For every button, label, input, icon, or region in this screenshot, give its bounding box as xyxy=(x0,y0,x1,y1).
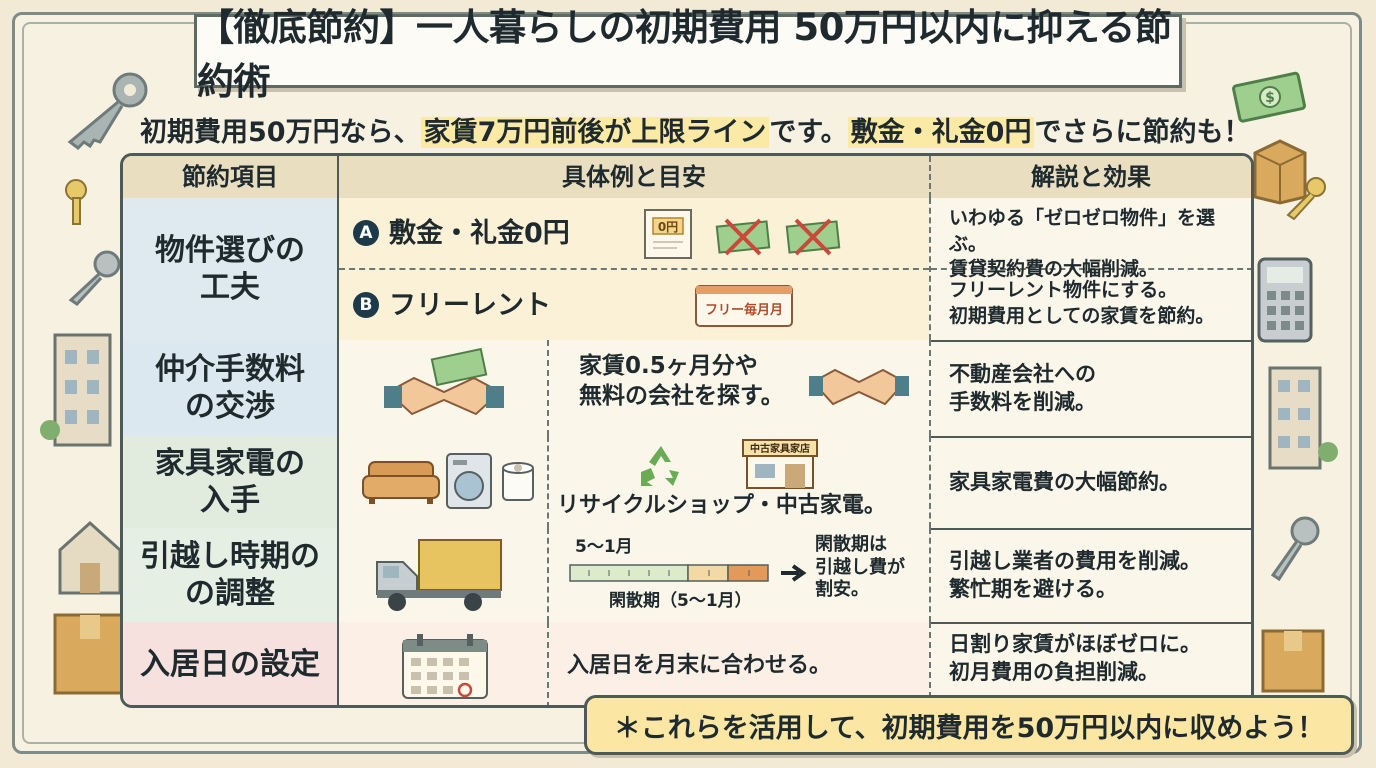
header-item: 節約項目 xyxy=(123,156,339,198)
building-icon xyxy=(40,333,112,447)
shop-icon: 中古家具家店 xyxy=(742,439,818,489)
category-line: 工夫 xyxy=(200,270,260,305)
explanation-brokerage: 不動産会社への手数料を削減。 xyxy=(929,340,1251,436)
subtitle-part2: です。 xyxy=(769,117,848,148)
category-line: の調整 xyxy=(185,576,275,611)
key-icon xyxy=(65,179,87,225)
explanation-line: いわゆる「ゼロゼロ物件」を選ぶ。 xyxy=(949,207,1216,255)
category-line: 入居日の設定 xyxy=(140,647,320,683)
example-line: 家賃0.5ヶ月分や xyxy=(579,353,758,379)
timeline-top-label: 5〜1月 xyxy=(575,537,633,557)
explanation-line: 繁忙期を避ける。 xyxy=(949,577,1117,601)
key-icon xyxy=(67,72,148,150)
crossed-money-icon xyxy=(715,218,841,256)
table-row-furniture: 家具家電の入手 xyxy=(123,436,1251,530)
box-icon xyxy=(1261,629,1325,693)
key-icon xyxy=(68,250,121,306)
explanation-furniture: 家具家電費の大幅節約。 xyxy=(929,436,1251,528)
sofa-icon xyxy=(362,461,440,504)
category-line: 入手 xyxy=(200,483,260,518)
example-off-season: 閑散期は引越し費が割安。 xyxy=(815,534,905,602)
toilet-paper-icon xyxy=(502,462,534,501)
calendar-icon xyxy=(402,634,488,699)
subtitle-highlight-rent: 家賃7万円前後が上限ライン xyxy=(420,117,770,148)
svg-text:$: $ xyxy=(1265,90,1275,106)
subtitle-part1: 初期費用50万円なら、 xyxy=(140,117,421,148)
example-line: 閑散期は xyxy=(815,534,887,555)
examples-cell: 家賃0.5ヶ月分や無料の会社を探す。 xyxy=(339,340,929,436)
category-moving-season: 引越し時期のの調整 xyxy=(123,528,339,622)
category-move-in-date: 入居日の設定 xyxy=(123,622,339,705)
header-explanation: 解説と効果 xyxy=(929,156,1251,198)
example-month-end: 入居日を月末に合わせる。 xyxy=(567,653,832,678)
key-icon xyxy=(1286,177,1326,221)
examples-cell: 5〜1月 閑散期（5〜1月） 閑散期は引越し費が割安。 xyxy=(339,528,929,622)
shop-sign-text: 中古家具家店 xyxy=(750,442,810,455)
category-line: 家具家電の xyxy=(155,445,305,481)
table-row-brokerage: 仲介手数料の交渉 家賃0.5ヶ月分や無料の会社を探す。 不動産会社への手数料を削… xyxy=(123,340,1251,438)
explanation-line: 日割り家賃がほぼゼロに。 xyxy=(949,632,1201,656)
example-recycle: リサイクルショップ・中古家電。 xyxy=(557,493,886,518)
house-icon xyxy=(58,520,122,595)
calculator-icon xyxy=(1257,257,1313,343)
explanation-line: フリーレント物件にする。 xyxy=(949,279,1178,301)
timeline-bottom-label: 閑散期（5〜1月） xyxy=(609,591,752,611)
arrow-right-icon xyxy=(781,564,807,582)
calendar-icon: フリー毎月月 xyxy=(695,285,793,327)
explanation-line: 引越し業者の費用を削減。 xyxy=(949,548,1201,573)
category-property: 物件選びの工夫 xyxy=(123,198,339,340)
example-line: 引越し費が xyxy=(815,556,905,578)
explanation-line: 手数料を削減。 xyxy=(949,390,1096,414)
examples-cell: A 敷金・礼金0円 0円 B フリーレント フリー毎月月 xyxy=(339,198,929,340)
box-icon xyxy=(53,613,127,695)
explanation-line: 賃貸契約費の大幅削減。 xyxy=(949,258,1159,281)
explanation-line: 初月費用の負担削減。 xyxy=(949,660,1159,685)
handshake-icon xyxy=(809,368,909,406)
example-free-rent: フリーレント xyxy=(389,290,551,321)
examples-cell: 入居日を月末に合わせる。 xyxy=(339,622,929,705)
callout-banner: ＊これらを活用して、初期費用を50万円以内に収めよう！ xyxy=(584,695,1354,755)
category-brokerage: 仲介手数料の交渉 xyxy=(123,340,339,436)
subtitle-highlight-deposit: 敷金・礼金0円 xyxy=(847,117,1035,148)
category-furniture: 家具家電の入手 xyxy=(123,436,339,528)
header-examples: 具体例と目安 xyxy=(562,163,706,191)
savings-table: 節約項目 具体例と目安 解説と効果 物件選びの工夫 A 敷金・礼金0円 0円 B… xyxy=(120,153,1254,708)
explanation-line: 初期費用としての家賃を節約。 xyxy=(949,304,1215,327)
category-line: 引越し時期の xyxy=(140,538,320,574)
badge-b: B xyxy=(353,292,379,318)
document-icon-text: 0円 xyxy=(658,220,678,234)
washer-icon xyxy=(446,453,492,509)
calendar-icon-text: フリー毎月月 xyxy=(705,302,783,318)
document-icon: 0円 xyxy=(644,209,692,259)
explanation-line: 家具家電費の大幅節約。 xyxy=(949,469,1180,494)
table-row-moving-season: 引越し時期のの調整 5〜1月 閑散期（5〜1月） xyxy=(123,528,1251,624)
season-timeline xyxy=(569,564,769,582)
category-line: 物件選びの xyxy=(155,232,305,268)
table-row-move-in-date: 入居日の設定 入居日を月末に合わせる。 日割り家賃がほぼゼロに。初月費用の負担削… xyxy=(123,622,1251,705)
table-header: 節約項目 具体例と目安 解説と効果 xyxy=(123,156,1251,201)
money-icon: $ xyxy=(1232,71,1306,123)
table-row-property: 物件選びの工夫 A 敷金・礼金0円 0円 B フリーレント フリー毎月月 xyxy=(123,198,1251,342)
explanation-move-in-date: 日割り家賃がほぼゼロに。初月費用の負担削減。 xyxy=(929,622,1251,705)
badge-a: A xyxy=(353,220,379,246)
examples-cell: 中古家具家店 リサイクルショップ・中古家電。 xyxy=(339,436,929,528)
example-deposit-zero: 敷金・礼金0円 xyxy=(389,218,570,249)
recycle-icon xyxy=(641,446,679,486)
subtitle-part3: でさらに節約も！ xyxy=(1034,117,1251,148)
building-icon xyxy=(1268,366,1338,470)
page-title: 【徹底節約】一人暮らしの初期費用 50万円以内に抑える節約術 xyxy=(194,6,1182,103)
handshake-money-icon xyxy=(384,347,504,416)
example-line: 無料の会社を探す。 xyxy=(579,382,784,409)
explanation-property: いわゆる「ゼロゼロ物件」を選ぶ。賃貸契約費の大幅削減。 フリーレント物件にする。… xyxy=(929,198,1251,340)
key-icon xyxy=(1270,516,1320,582)
example-line: 割安。 xyxy=(815,579,869,600)
truck-icon xyxy=(376,539,502,611)
explanation-moving-season: 引越し業者の費用を削減。繁忙期を避ける。 xyxy=(929,528,1251,622)
explanation-line: 不動産会社への xyxy=(949,361,1096,386)
category-line: 仲介手数料 xyxy=(155,351,305,387)
category-line: の交渉 xyxy=(185,389,275,424)
subtitle: 初期費用50万円なら、家賃7万円前後が上限ラインです。敷金・礼金0円でさらに節約… xyxy=(140,110,1250,149)
example-brokerage: 家賃0.5ヶ月分や無料の会社を探す。 xyxy=(579,352,784,412)
